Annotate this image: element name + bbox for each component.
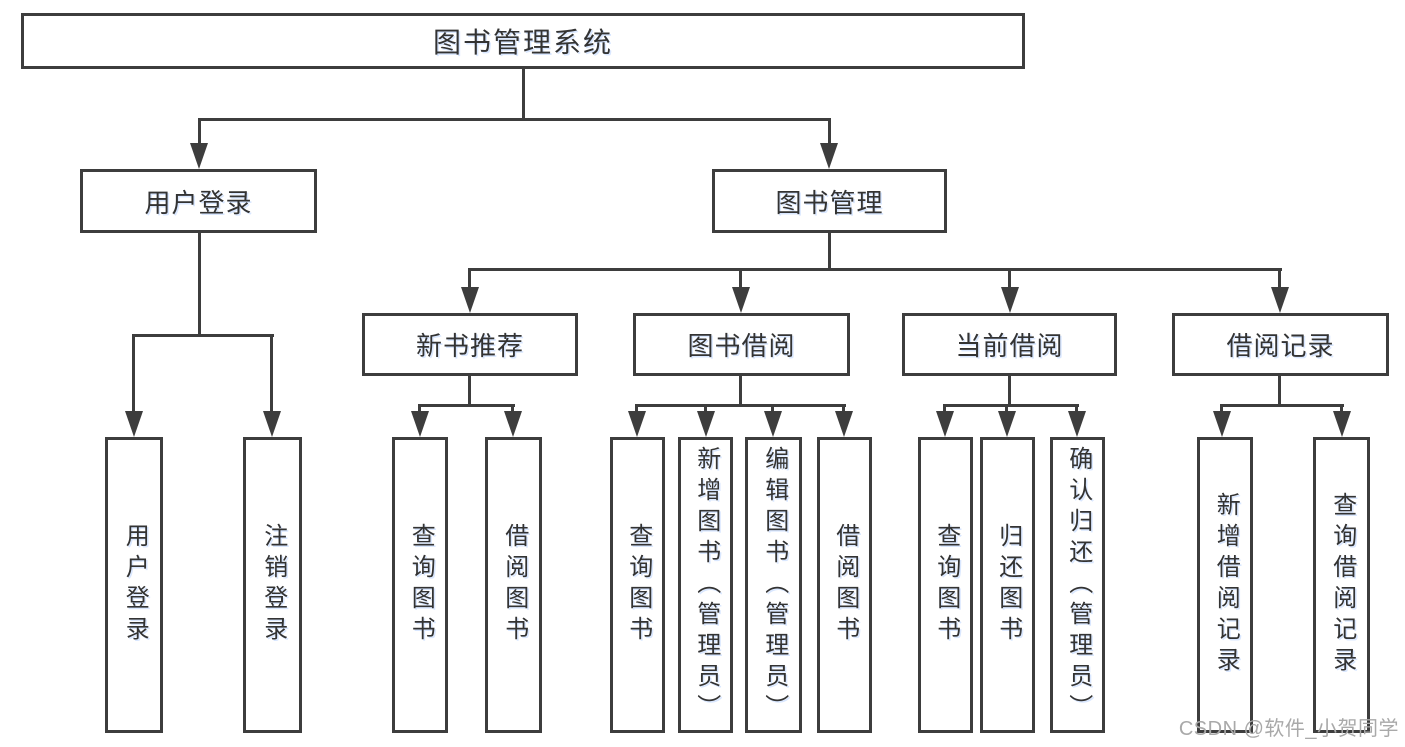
connector-line — [1008, 271, 1011, 288]
arrow-down-icon — [1213, 411, 1231, 437]
arrow-down-icon — [461, 287, 479, 313]
node-book-mgmt: 图书管理 — [712, 169, 947, 233]
connector-line — [468, 376, 471, 406]
node-leaf-add-book-admin: 新增图书（管理员） — [678, 437, 733, 733]
node-leaf-query-borrow-record-label: 查询借阅记录 — [1328, 492, 1356, 678]
arrow-down-icon — [835, 411, 853, 437]
connector-line — [1278, 271, 1281, 288]
node-leaf-add-book-admin-label: 新增图书（管理员） — [692, 445, 720, 725]
connector-line — [132, 336, 135, 413]
node-leaf-confirm-return-admin-label: 确认归还（管理员） — [1064, 445, 1092, 725]
node-leaf-return-book-label: 归还图书 — [994, 523, 1022, 647]
node-current-borrow-label: 当前借阅 — [955, 331, 1064, 361]
connector-line — [828, 233, 831, 271]
connector-line — [943, 406, 946, 414]
node-root-label: 图书管理系统 — [432, 27, 613, 58]
arrow-down-icon — [190, 143, 208, 169]
arrow-down-icon — [628, 411, 646, 437]
connector-line — [635, 404, 846, 407]
connector-line — [1220, 406, 1223, 414]
node-leaf-user-login-label: 用户登录 — [121, 523, 149, 647]
arrow-down-icon — [998, 411, 1016, 437]
connector-line — [270, 336, 273, 413]
connector-line — [1008, 376, 1011, 406]
connector-line — [468, 268, 1282, 271]
connector-line — [771, 406, 774, 414]
node-leaf-add-borrow-record: 新增借阅记录 — [1197, 437, 1253, 733]
csdn-watermark: CSDN @软件_小贺同学 — [1178, 718, 1399, 740]
arrow-down-icon — [1271, 287, 1289, 313]
arrow-down-icon — [936, 411, 954, 437]
connector-line — [943, 404, 1079, 407]
connector-line — [198, 120, 201, 146]
connector-line — [198, 233, 201, 336]
node-leaf-borrow-book-borrow-label: 借阅图书 — [831, 523, 859, 647]
node-book-mgmt-label: 图书管理 — [775, 187, 884, 218]
connector-line — [1220, 404, 1344, 407]
node-user-login: 用户登录 — [80, 169, 317, 233]
node-leaf-edit-book-admin: 编辑图书（管理员） — [745, 437, 802, 733]
node-leaf-user-login: 用户登录 — [105, 437, 163, 733]
node-leaf-borrow-book-rec: 借阅图书 — [485, 437, 542, 733]
arrow-down-icon — [125, 411, 143, 437]
connector-line — [842, 406, 845, 414]
connector-line — [468, 271, 471, 288]
node-leaf-edit-book-admin-label: 编辑图书（管理员） — [760, 445, 788, 725]
arrow-down-icon — [732, 287, 750, 313]
arrow-down-icon — [411, 411, 429, 437]
connector-line — [1075, 406, 1078, 414]
arrow-down-icon — [1333, 411, 1351, 437]
node-leaf-query-borrow-record: 查询借阅记录 — [1313, 437, 1370, 733]
connector-line — [704, 406, 707, 414]
connector-line — [1340, 406, 1343, 414]
connector-line — [828, 120, 831, 146]
connector-line — [132, 334, 274, 337]
node-leaf-query-book-borrow-label: 查询图书 — [624, 523, 652, 647]
connector-line — [1278, 376, 1281, 406]
arrow-down-icon — [1068, 411, 1086, 437]
connector-line — [522, 69, 525, 120]
connector-line — [739, 376, 742, 406]
node-leaf-logout-login: 注销登录 — [243, 437, 302, 733]
node-borrow-record: 借阅记录 — [1172, 313, 1389, 376]
connector-line — [1005, 406, 1008, 414]
node-current-borrow: 当前借阅 — [902, 313, 1117, 376]
connector-line — [635, 406, 638, 414]
node-leaf-query-book-rec-label: 查询图书 — [407, 523, 435, 647]
node-leaf-query-book-borrow: 查询图书 — [610, 437, 665, 733]
arrow-down-icon — [263, 411, 281, 437]
connector-line — [198, 118, 831, 121]
arrow-down-icon — [504, 411, 522, 437]
node-leaf-query-book-current: 查询图书 — [918, 437, 973, 733]
connector-line — [418, 406, 421, 414]
node-leaf-query-book-rec: 查询图书 — [392, 437, 448, 733]
node-book-borrow: 图书借阅 — [633, 313, 850, 376]
node-leaf-return-book: 归还图书 — [980, 437, 1035, 733]
arrow-down-icon — [764, 411, 782, 437]
arrow-down-icon — [697, 411, 715, 437]
node-leaf-borrow-book-rec-label: 借阅图书 — [500, 523, 528, 647]
node-leaf-add-borrow-record-label: 新增借阅记录 — [1212, 492, 1240, 678]
node-book-borrow-label: 图书借阅 — [687, 331, 796, 361]
node-leaf-borrow-book-borrow: 借阅图书 — [817, 437, 872, 733]
node-leaf-query-book-current-label: 查询图书 — [932, 523, 960, 647]
connector-line — [418, 404, 515, 407]
connector-line — [511, 406, 514, 414]
arrow-down-icon — [1001, 287, 1019, 313]
node-borrow-record-label: 借阅记录 — [1226, 331, 1335, 361]
node-root: 图书管理系统 — [21, 13, 1025, 69]
node-user-login-label: 用户登录 — [144, 187, 253, 218]
node-new-book-rec: 新书推荐 — [362, 313, 578, 376]
node-new-book-rec-label: 新书推荐 — [415, 331, 524, 361]
node-leaf-confirm-return-admin: 确认归还（管理员） — [1050, 437, 1105, 733]
node-leaf-logout-login-label: 注销登录 — [259, 523, 287, 647]
arrow-down-icon — [820, 143, 838, 169]
connector-line — [739, 271, 742, 288]
